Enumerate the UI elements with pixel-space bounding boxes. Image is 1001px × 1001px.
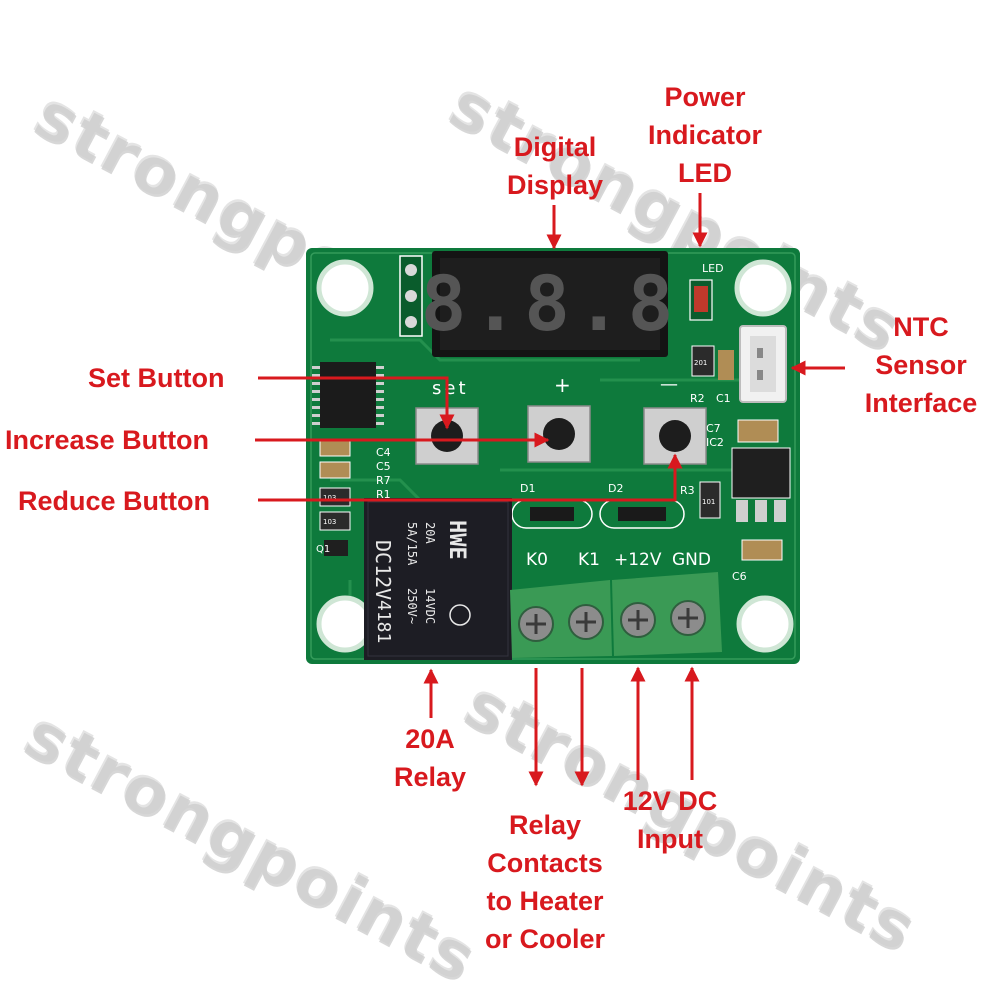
label-digital-display: Digital Display [506,132,604,200]
svg-text:IC2: IC2 [706,436,724,449]
svg-text:250V~: 250V~ [405,588,419,624]
svg-text:14VDC: 14VDC [423,588,437,624]
svg-text:Q1: Q1 [316,544,330,555]
svg-text:R2: R2 [690,392,705,405]
display-digits: 8.8.8 [421,259,680,348]
smd-components-left: 103 103 Q1 C4 C5 R7 R1 [316,439,391,556]
svg-text:103: 103 [323,494,336,502]
diodes: D1 D2 [511,482,685,529]
smd-components-right: 201 R2 C1 C7 IC2 C6 101 R3 [680,345,791,583]
terminal-label-k1: K1 [578,550,600,570]
label-reduce-button: Reduce Button [18,486,210,516]
relay-brand: HWE [444,520,469,560]
pcb-set-label: set [432,378,469,399]
terminal-label-12v: +12V [614,550,662,570]
svg-text:C7: C7 [706,422,721,435]
svg-text:C4: C4 [376,446,391,459]
terminal-block-relay [510,580,612,658]
power-led: LED [689,262,724,321]
svg-text:LED: LED [702,262,724,275]
svg-text:5A/15A: 5A/15A [405,522,419,566]
terminal-block-power [612,572,722,656]
label-power-led: Power Indicator LED [647,82,762,188]
terminal-label-k0: K0 [526,550,548,570]
header-pins [399,255,423,337]
increase-button-switch[interactable] [527,405,591,463]
microcontroller-ic [312,362,384,428]
svg-text:20A: 20A [423,522,437,544]
label-set-button: Set Button [88,363,225,393]
svg-text:101: 101 [702,498,715,506]
mounting-holes [316,259,794,653]
arrow-set-button [258,376,455,430]
pcb-plus-label: + [554,373,571,397]
label-increase-button: Increase Button [5,425,210,455]
label-relay: 20A Relay [393,724,467,792]
svg-text:D1: D1 [520,482,535,495]
svg-text:C6: C6 [732,570,747,583]
relay-module: HWE 20A 5A/15A DC12V 250V~ 4181 14VDC [364,498,512,660]
arrow-reduce-button [258,453,683,502]
svg-text:DC12V: DC12V [371,540,395,600]
terminal-label-gnd: GND [672,550,711,570]
svg-text:D2: D2 [608,482,623,495]
svg-text:103: 103 [323,518,336,526]
label-dc-input: 12V DC Input [622,786,718,854]
label-ntc-sensor: NTC Sensor Interface [864,312,978,418]
svg-text:C5: C5 [376,460,391,473]
svg-text:R7: R7 [376,474,391,487]
svg-text:R1: R1 [376,488,391,501]
pcb-minus-label: — [660,374,678,395]
label-relay-contacts: Relay Contacts to Heater or Cooler [484,810,605,954]
svg-text:C1: C1 [716,392,731,405]
svg-text:4181: 4181 [373,600,394,643]
svg-text:201: 201 [694,359,707,367]
ntc-connector [739,325,787,403]
svg-text:R3: R3 [680,484,695,497]
digital-display: 8.8.8 [421,251,680,357]
